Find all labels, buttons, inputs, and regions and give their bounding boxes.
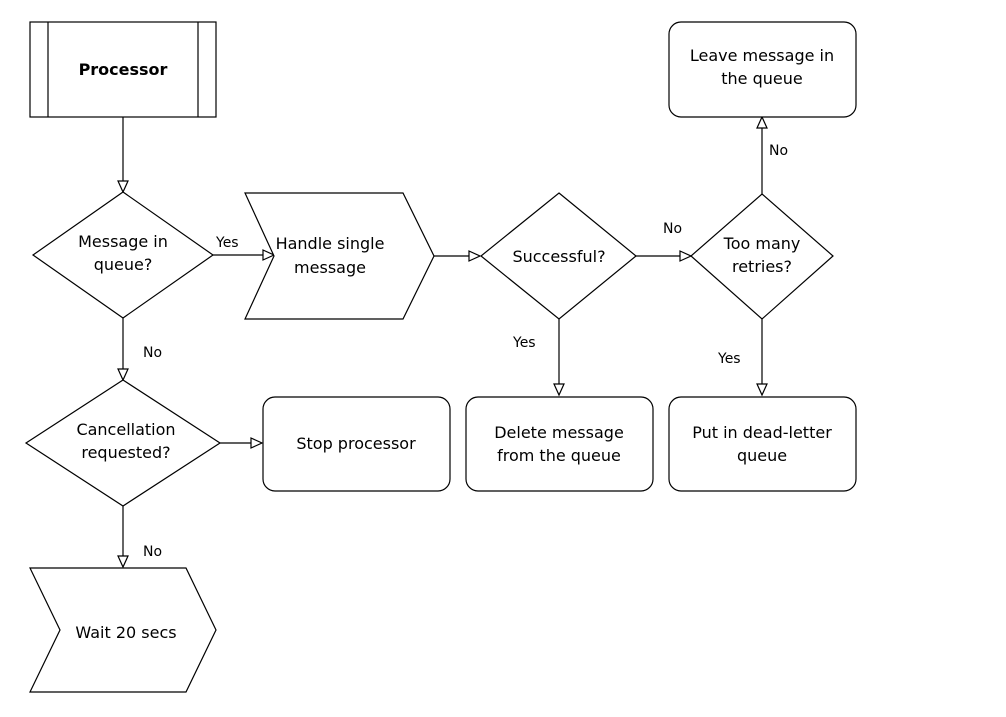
node-message-in-queue: Message in queue? [31,191,215,319]
edge-handle-to-successful [434,250,482,262]
edge-queue-to-cancel [117,318,129,382]
edges [117,115,768,569]
arrow-head-icon [679,250,693,262]
node-delete-message: Delete message from the queue [465,396,654,492]
node-handle-single-message: Handle single message [244,192,435,320]
node-cancellation-requested: Cancellation requested? [24,379,222,507]
stop-processor-label: Stop processor [296,434,416,453]
node-too-many-retries: Too many retries? [690,193,834,320]
node-stop-processor: Stop processor [262,396,451,492]
edge-queue-to-handle [213,249,276,261]
arrow-head-icon [117,555,129,569]
message-in-queue-label-line2: queue? [94,255,153,274]
node-leave-message: Leave message in the queue [668,21,857,118]
edge-cancel-to-stop [220,437,264,449]
dead-letter-label-line2: queue [737,446,787,465]
cancellation-label-line2: requested? [81,443,170,462]
delete-message-label-line1: Delete message [494,423,624,442]
edge-successful-to-retries [636,250,693,262]
message-in-queue-label-line1: Message in [78,232,168,251]
edge-retries-to-leave [756,115,768,194]
edge-label-cancel-no: No [143,544,162,560]
arrow-head-icon [756,383,768,397]
node-processor: Processor [29,21,217,118]
leave-message-label-line2: the queue [721,69,802,88]
arrow-head-icon [250,437,264,449]
successful-label: Successful? [512,247,605,266]
arrow-head-icon [553,383,565,397]
leave-message-label-line1: Leave message in [690,46,834,65]
edge-successful-to-delete [553,319,565,397]
retries-label-line2: retries? [732,257,792,276]
arrow-head-icon [262,249,276,261]
handle-label-line2: message [294,258,366,277]
handle-label-line1: Handle single [276,234,385,253]
edge-label-retries-no: No [769,143,788,159]
edge-label-queue-yes: Yes [215,235,239,251]
edge-label-successful-yes: Yes [512,335,536,351]
edge-cancel-to-wait [117,506,129,569]
edge-processor-to-queue [117,117,129,194]
edge-label-retries-yes: Yes [717,351,741,367]
arrow-head-icon [117,180,129,194]
cancellation-label-line1: Cancellation [76,420,175,439]
node-successful: Successful? [480,192,637,320]
processor-label: Processor [79,60,168,79]
edge-label-queue-no: No [143,345,162,361]
dead-letter-label-line1: Put in dead-letter [692,423,832,442]
edge-retries-to-deadletter [756,319,768,397]
node-wait: Wait 20 secs [29,567,217,693]
delete-message-label-line2: from the queue [497,446,621,465]
edge-label-successful-no: No [663,221,682,237]
node-dead-letter: Put in dead-letter queue [668,396,857,492]
wait-label: Wait 20 secs [75,623,176,642]
retries-label-line1: Too many [723,234,801,253]
arrow-head-icon [756,115,768,129]
arrow-head-icon [468,250,482,262]
arrow-head-icon [117,368,129,382]
edge-labels: Yes No No Yes No Yes No [143,143,788,560]
